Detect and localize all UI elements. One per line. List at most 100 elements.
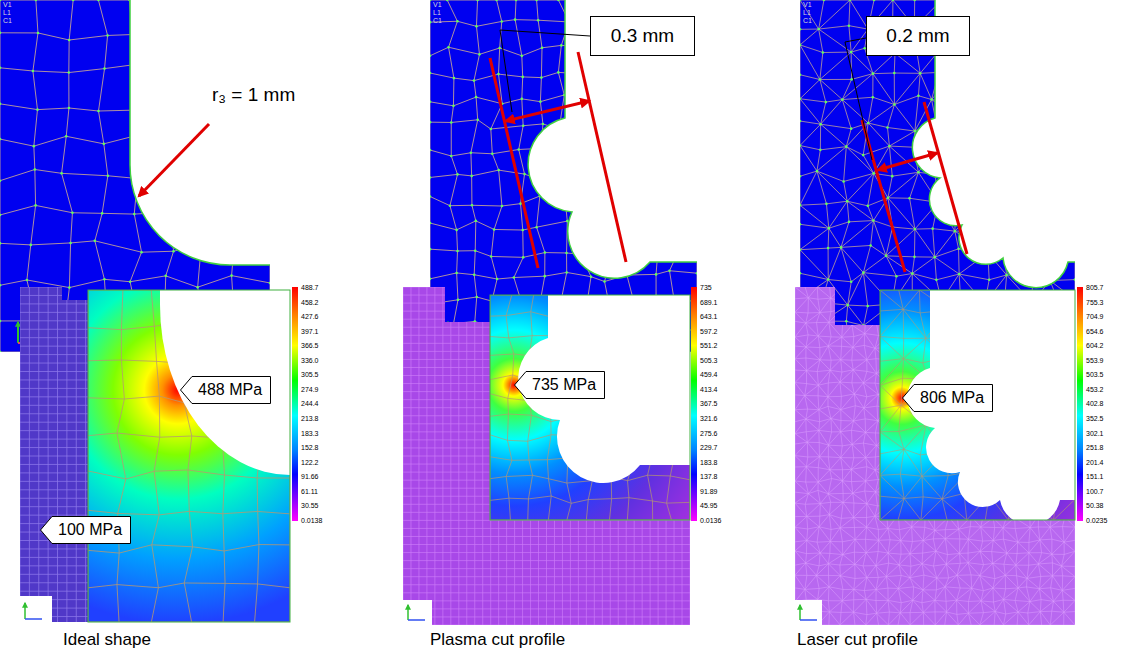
mesh-node — [590, 275, 593, 278]
mesh-line — [840, 370, 853, 382]
mesh-line — [935, 257, 959, 274]
mesh-line — [904, 425, 926, 449]
mesh-node — [893, 103, 896, 106]
mesh-line — [806, 313, 820, 324]
mesh-line — [876, 553, 888, 566]
mesh-node — [172, 250, 175, 253]
mesh-line — [841, 421, 854, 432]
mesh-node — [908, 197, 911, 200]
mesh-node — [800, 28, 801, 31]
pointer-arrow — [139, 124, 209, 196]
mesh-line — [830, 458, 841, 470]
mesh-node — [97, 110, 100, 113]
mesh-node — [97, 0, 100, 1]
mesh-line — [1062, 590, 1075, 600]
mesh-line — [1007, 542, 1018, 553]
scale-value: 458.2 — [301, 299, 319, 307]
mesh-line — [867, 360, 877, 374]
leader-line — [845, 38, 872, 160]
mesh-node — [800, 0, 801, 1]
mesh-line — [818, 482, 828, 494]
mesh-line — [410, 287, 411, 625]
mesh-node — [819, 123, 822, 126]
mesh-line — [816, 564, 828, 576]
mesh-line — [981, 527, 994, 540]
mesh-node — [32, 70, 35, 73]
mesh-line — [867, 504, 875, 516]
mesh-node — [450, 121, 453, 124]
figure-caption: Ideal shape — [63, 630, 151, 650]
mesh-line — [795, 298, 808, 312]
mesh-line — [795, 563, 1075, 567]
mesh-node — [800, 272, 801, 275]
mesh-node — [816, 170, 819, 173]
mesh-node — [29, 244, 32, 247]
mesh-node — [452, 105, 455, 108]
mesh-node — [825, 101, 828, 104]
mesh-node — [476, 0, 479, 1]
scale-value: 321.6 — [700, 415, 718, 423]
mesh-line — [841, 247, 863, 272]
mesh-node — [848, 221, 851, 224]
mesh-line — [854, 578, 867, 590]
mesh-line — [841, 360, 854, 370]
mesh-line — [1018, 578, 1027, 588]
mesh-line — [800, 205, 829, 228]
mesh-node — [800, 175, 801, 178]
cut-region — [130, 0, 270, 265]
mesh-node — [449, 204, 452, 207]
mesh-line — [880, 498, 904, 520]
mesh-node — [845, 145, 848, 148]
dimension-box: 0.2 mm — [866, 16, 970, 56]
mesh-line — [828, 555, 842, 564]
mesh-line — [1054, 601, 1064, 612]
mesh-line — [817, 171, 847, 201]
scale-value: 704.9 — [1086, 313, 1104, 321]
scale-value: 505.3 — [700, 357, 718, 365]
mesh-node — [455, 229, 458, 232]
mesh-line — [842, 298, 853, 309]
scale-value: 453.2 — [1086, 386, 1104, 394]
mesh-node — [470, 151, 473, 154]
mesh-node — [473, 79, 476, 82]
mesh-line — [1038, 554, 1051, 564]
mesh-line — [795, 396, 805, 410]
view-label: V1 — [803, 1, 812, 9]
color-scale — [292, 287, 298, 521]
mesh-line — [901, 527, 912, 541]
mesh-line — [819, 419, 831, 431]
mesh-node — [497, 169, 500, 172]
mesh-line — [820, 298, 831, 312]
mesh-node — [917, 94, 920, 97]
mesh-node — [475, 96, 478, 99]
mesh-line — [808, 298, 820, 313]
mesh-line — [957, 563, 968, 576]
mesh-line — [880, 359, 903, 386]
mesh-node — [0, 320, 1, 323]
mesh-line — [490, 496, 690, 503]
mesh-line — [840, 564, 854, 575]
mesh-line — [946, 564, 957, 575]
mesh-line — [88, 583, 290, 588]
mesh-node — [500, 20, 503, 23]
mesh-line — [945, 539, 959, 554]
mesh-node — [800, 223, 801, 226]
mesh-node — [846, 200, 849, 203]
mesh-line — [470, 0, 480, 352]
mesh-node — [140, 251, 143, 254]
mesh-line — [886, 256, 912, 274]
mesh-line — [840, 612, 853, 625]
mesh-line — [808, 494, 820, 504]
scale-value: 50.38 — [1086, 502, 1104, 510]
mesh-line — [795, 434, 807, 443]
mesh-node — [476, 119, 479, 122]
mesh-line — [808, 482, 818, 494]
contour-fill — [88, 290, 290, 622]
mesh-node — [65, 135, 68, 138]
mesh-line — [1027, 578, 1039, 588]
mesh-line — [1029, 612, 1041, 625]
mesh-node — [696, 272, 697, 275]
mesh-line — [1039, 589, 1053, 602]
mesh-line — [795, 503, 807, 516]
mesh-line — [904, 449, 922, 476]
